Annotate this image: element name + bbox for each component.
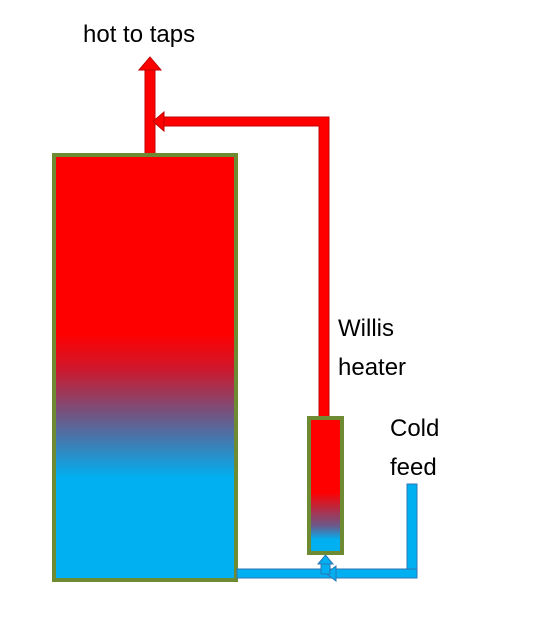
hot-return-arrow-icon bbox=[152, 110, 165, 133]
cold-feed-label-line1: Cold bbox=[390, 415, 439, 442]
cold-feed-pipe bbox=[236, 483, 418, 582]
hot-outlet-arrow-icon bbox=[137, 56, 163, 71]
willis-heater bbox=[307, 416, 344, 555]
cold-feed-label-line2: feed bbox=[390, 454, 437, 481]
hot-outlet-pipe bbox=[137, 56, 163, 157]
cold-feed-arrow-icon bbox=[325, 565, 337, 582]
cold-riser-arrow-icon bbox=[316, 554, 335, 565]
hot-to-taps-label: hot to taps bbox=[83, 21, 195, 48]
willis-heater-label-line1: Willis bbox=[338, 315, 394, 342]
willis-heater-label-line2: heater bbox=[338, 354, 406, 381]
storage-tank bbox=[52, 153, 238, 582]
